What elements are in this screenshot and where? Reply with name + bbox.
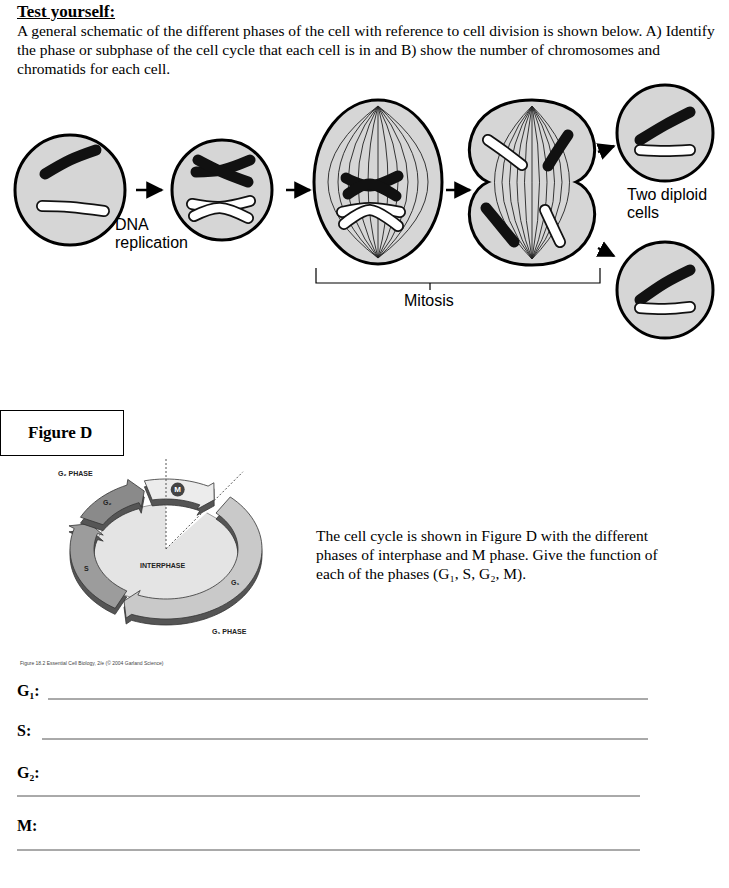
chromosomes (42, 112, 690, 309)
credit: Figure 18.2 Essential Cell Biology, 2/e … (20, 660, 163, 666)
phase-label: Mitosis (404, 292, 454, 310)
phase-label: G₁ (231, 579, 239, 586)
mitotic-cell (314, 100, 442, 264)
phase-label: S (84, 565, 89, 572)
daughter-cell (617, 85, 713, 181)
figure-label: Figure D (28, 423, 92, 443)
result-label: Two diploid cells (627, 186, 722, 223)
cell (172, 140, 272, 240)
phase-label: G₁ PHASE (212, 628, 246, 635)
cell (15, 135, 125, 245)
spindle-fibres (328, 106, 570, 259)
heading: Test yourself: (17, 2, 115, 22)
answer-lines (17, 699, 648, 850)
answer-prompt: M: (17, 817, 37, 835)
step-label: DNA replication (115, 216, 195, 253)
bracket (316, 268, 600, 290)
step-arrows (136, 146, 614, 256)
answer-prompt: G₁: (17, 682, 40, 700)
phase-label: M (172, 485, 184, 494)
phase-label: G₂ (103, 499, 112, 506)
question-text: The cell cycle is shown in Figure D with… (316, 527, 666, 584)
region-label: INTERPHASE (140, 562, 185, 569)
figure-label-box: Figure D (0, 410, 124, 456)
cell-cycle-wheel (69, 457, 262, 625)
phase-label: G₂ PHASE (58, 470, 93, 477)
answer-prompt: S: (17, 722, 31, 740)
daughter-cell (617, 242, 713, 338)
instructions: A general schematic of the different pha… (17, 22, 717, 79)
dividing-cell (469, 100, 594, 265)
answer-prompt: G₂: (17, 764, 40, 782)
